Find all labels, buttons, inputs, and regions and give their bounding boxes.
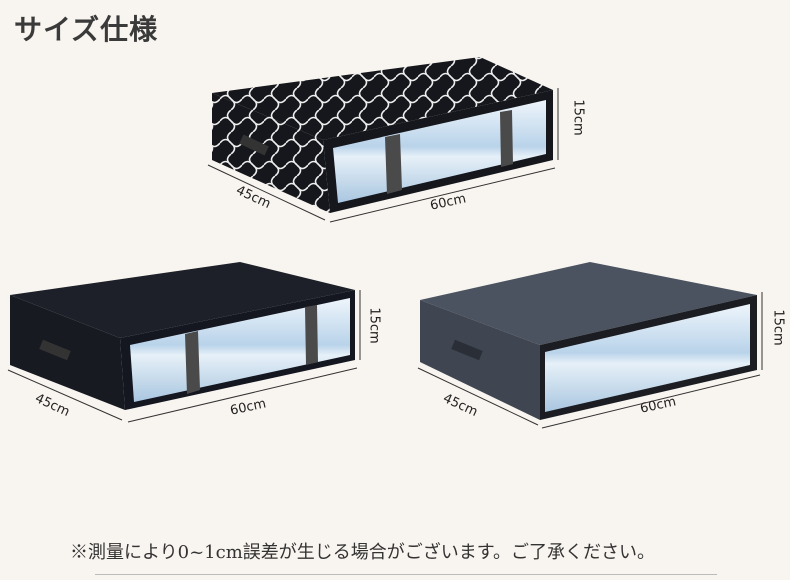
height-label-2: 15cm xyxy=(366,307,382,344)
storage-box-grey xyxy=(420,262,757,420)
measurement-note: ※測量により0~1cm誤差が生じる場合がございます。ご了承ください。 xyxy=(70,542,655,563)
height-label-3: 15cm xyxy=(770,309,786,346)
height-label-1: 15cm xyxy=(570,99,586,136)
dimension-lines xyxy=(7,88,763,429)
divider xyxy=(95,574,717,575)
storage-box-black xyxy=(10,262,355,410)
page-title: サイズ仕様 xyxy=(14,13,159,46)
storage-box-patterned xyxy=(212,57,553,213)
